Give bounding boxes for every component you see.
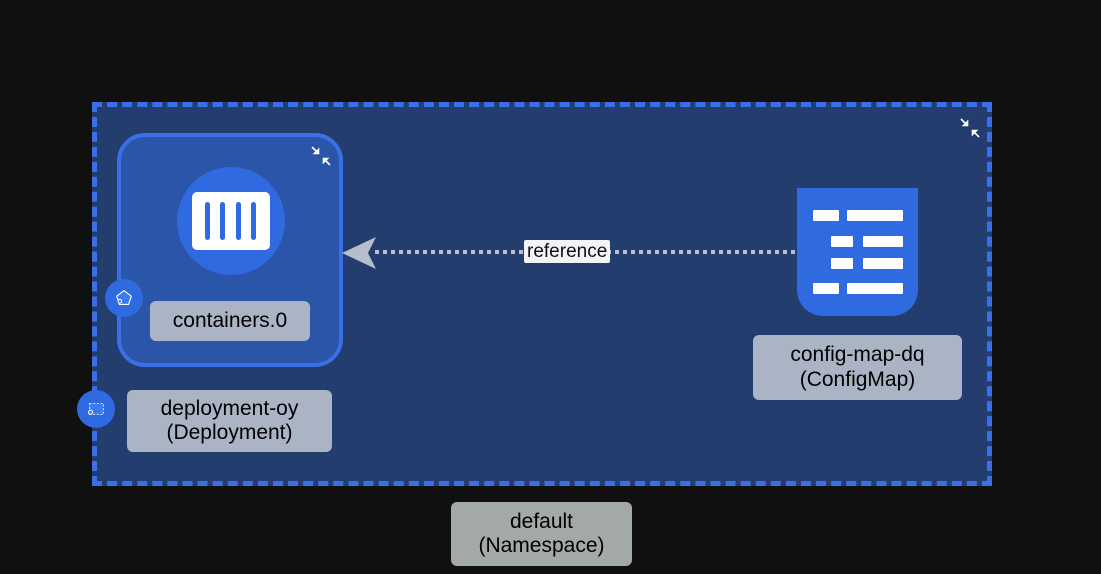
configmap-row-bar <box>863 236 903 247</box>
edge-reference-label: reference <box>524 240 611 263</box>
container-pentagon-icon[interactable] <box>105 279 143 317</box>
collapse-arrows-icon[interactable] <box>959 117 981 139</box>
namespace-label[interactable]: default (Namespace) <box>451 502 632 566</box>
node-label-containers[interactable]: containers.0 <box>150 301 310 341</box>
node-label-deployment-kind: (Deployment) <box>166 421 293 444</box>
node-label-configmap-kind: (ConfigMap) <box>799 367 916 391</box>
deployment-dashed-square-icon[interactable] <box>77 390 115 428</box>
node-label-configmap-name: config-map-dq <box>790 343 925 367</box>
namespace-label-kind: (Namespace) <box>478 534 605 557</box>
configmap-list-icon[interactable] <box>797 188 918 316</box>
node-label-configmap[interactable]: config-map-dq (ConfigMap) <box>753 335 962 400</box>
configmap-row-bar <box>847 210 903 221</box>
namespace-label-name: default <box>509 509 574 533</box>
configmap-row-bar <box>863 258 903 269</box>
node-label-deployment[interactable]: deployment-oy (Deployment) <box>127 390 332 452</box>
node-label-deployment-name: deployment-oy <box>160 396 299 420</box>
configmap-row-bar <box>847 283 903 294</box>
left-arrow-icon <box>341 236 377 270</box>
configmap-row-bullet <box>831 258 853 269</box>
node-label-containers-text: containers.0 <box>172 309 288 332</box>
configmap-row-bullet <box>831 236 853 247</box>
collapse-arrows-icon[interactable] <box>310 145 332 167</box>
container-bars-icon[interactable] <box>177 167 285 275</box>
configmap-row-bullet <box>813 210 839 221</box>
configmap-row-bullet <box>813 283 839 294</box>
container-bars-glyph <box>192 192 270 250</box>
